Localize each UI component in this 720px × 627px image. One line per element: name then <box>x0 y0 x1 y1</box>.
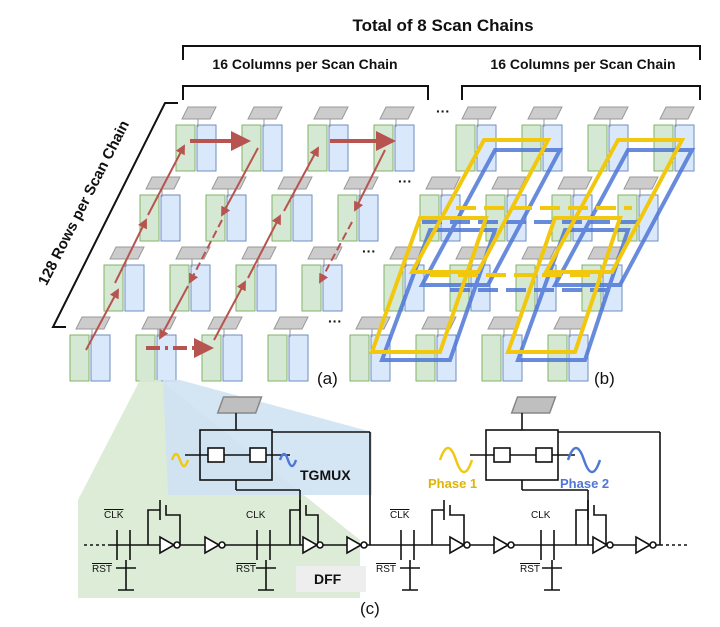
phase-1-scan-path <box>369 138 686 354</box>
memory-cell <box>205 176 247 242</box>
right-columns-bracket <box>461 85 701 100</box>
memory-cell <box>337 176 379 242</box>
memory-cell <box>515 246 557 312</box>
inverters <box>159 535 657 555</box>
memory-cell <box>139 176 181 242</box>
rst-bar-label-3: RST <box>376 564 396 575</box>
tgmux-label: TGMUX <box>300 467 351 483</box>
memory-cell <box>103 246 145 312</box>
rst-bar-label-1: RST <box>92 564 112 575</box>
clk-bar-label-1: CLK <box>104 510 124 521</box>
ellipsis-row-4: ··· <box>328 313 342 329</box>
left-columns-label: 16 Columns per Scan Chain <box>212 56 397 72</box>
memory-cell <box>235 246 277 312</box>
panel-a-label: (a) <box>317 369 338 388</box>
memory-cell <box>169 246 211 312</box>
memory-cell <box>481 316 523 382</box>
rst-bar-label-2: RST <box>236 564 256 575</box>
right-columns-label: 16 Columns per Scan Chain <box>490 56 675 72</box>
dff-label: DFF <box>314 571 342 587</box>
ellipsis-top: ··· <box>436 103 450 119</box>
memory-cell <box>617 176 659 242</box>
panel-c-circuit <box>84 396 688 591</box>
memory-cell <box>271 176 313 242</box>
rst-bar-label-4: RST <box>520 564 540 575</box>
memory-cell <box>581 246 623 312</box>
memory-cell <box>241 106 283 172</box>
ellipsis-row-3: ··· <box>362 243 376 259</box>
panel-c-label: (c) <box>360 599 380 618</box>
phase-2-wave-icon-left <box>278 452 298 468</box>
panel-b-label: (b) <box>594 369 615 388</box>
phase-1-label: Phase 1 <box>428 476 477 491</box>
phase-2-label: Phase 2 <box>560 476 609 491</box>
dff-label-box <box>296 566 366 592</box>
rows-bracket <box>51 102 178 328</box>
memory-cell <box>69 316 111 382</box>
phase-2-wave-icon-right <box>566 446 602 474</box>
panel-a-scan-arrows <box>85 131 396 358</box>
memory-cell <box>175 106 217 172</box>
tgmux-zoom-wedge <box>163 380 372 495</box>
rows-label: 128 Rows per Scan Chain <box>35 118 133 288</box>
ellipsis-row-2: ··· <box>398 173 412 189</box>
memory-cell <box>267 316 309 382</box>
left-columns-bracket <box>182 85 429 100</box>
phase-2-scan-path <box>379 148 696 362</box>
phase-1-wave-icon-left <box>170 452 190 468</box>
clk-bar-label-2: CLK <box>390 510 410 521</box>
clk-label-1: CLK <box>246 510 266 521</box>
clk-label-2: CLK <box>531 510 551 521</box>
top-bracket <box>182 45 701 60</box>
diagram-title: Total of 8 Scan Chains <box>352 16 533 35</box>
phase-1-wave-icon-right <box>438 446 474 474</box>
